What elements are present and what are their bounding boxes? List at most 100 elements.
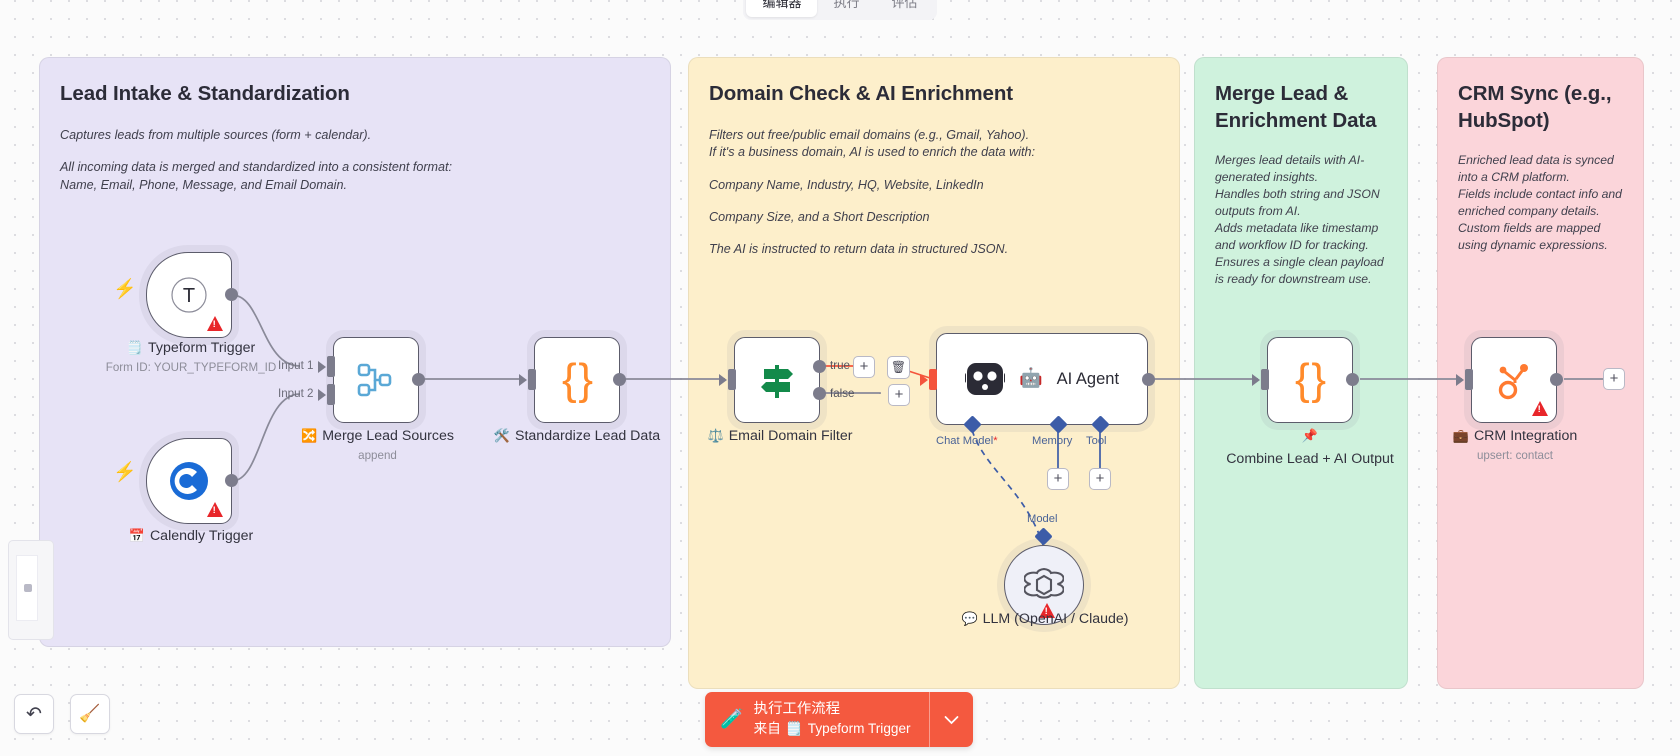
flask-icon: 🧪 (720, 709, 744, 730)
add-node-button-false[interactable]: + (888, 384, 910, 406)
minimap-node-blob (24, 584, 32, 592)
merge-emoji-icon: 🔀 (301, 428, 318, 443)
input-label-2: Input 2 (278, 387, 314, 400)
robot-emoji-icon: 🤖 (1018, 368, 1043, 389)
trigger-bolt-icon: ⚡ (113, 279, 137, 300)
sticky-paragraph: Company Name, Industry, HQ, Website, Lin… (709, 177, 984, 192)
merge-icon (357, 363, 392, 397)
sticky-paragraph: All incoming data is merged and standard… (60, 160, 453, 192)
calendly-emoji-icon: 📅 (128, 528, 145, 543)
typeform-emoji-icon: 🗒️ (126, 340, 143, 355)
sub-port-label-memory: Memory (1032, 435, 1073, 447)
branch-label-false: false (830, 387, 855, 400)
node-warning-icon (207, 502, 223, 517)
output-port[interactable] (412, 373, 425, 386)
minimap-panel[interactable] (8, 540, 54, 640)
output-port-false[interactable] (813, 387, 826, 400)
execute-button-divider (928, 692, 930, 747)
output-port[interactable] (1142, 373, 1155, 386)
execute-button-text: 执行工作流程 来自 🗒️ Typeform Trigger (754, 700, 911, 738)
broom-icon: 🧹 (79, 704, 101, 723)
node-subtitle-crm: upsert: contact (1476, 449, 1554, 462)
input-port-1[interactable] (318, 356, 335, 377)
node-label-standardize: 🛠️ Standardize Lead Data (493, 428, 661, 444)
node-ai-agent[interactable]: 🤖 AI Agent (936, 333, 1148, 425)
node-calendly-trigger[interactable] (146, 438, 232, 524)
tidy-up-button[interactable]: 🧹 (70, 694, 110, 734)
input-port-2[interactable] (318, 384, 335, 405)
input-port[interactable] (719, 369, 736, 390)
node-warning-icon (207, 316, 223, 331)
execute-options-chevron[interactable] (930, 692, 973, 747)
sub-port-label-chat-model: Chat Model* (936, 435, 998, 447)
input-port[interactable] (1252, 369, 1269, 390)
node-label-calendly: 📅 Calendly Trigger (128, 528, 254, 544)
input-port[interactable] (519, 369, 536, 390)
undo-button[interactable]: ↶ (14, 694, 54, 734)
execute-title: 执行工作流程 (753, 701, 841, 717)
node-standardize-lead-data[interactable]: { } (534, 337, 620, 423)
sticky-note-merge-data[interactable]: Merge Lead & Enrichment Data Merges lead… (1194, 57, 1408, 689)
node-label-crm: 💼 CRM Integration (1452, 428, 1578, 444)
tools-emoji-icon: 🛠️ (493, 428, 511, 443)
add-tool-button[interactable]: + (1089, 468, 1111, 490)
tab-executions[interactable]: 执行 (833, 0, 860, 10)
svg-text:T: T (183, 285, 195, 307)
node-typeform-trigger[interactable]: T (146, 252, 232, 338)
node-label-typeform: 🗒️ Typeform Trigger (126, 340, 256, 356)
scales-emoji-icon: ⚖️ (707, 428, 724, 443)
delete-connection-button[interactable]: 🗑 (887, 356, 910, 379)
tabs-group: 编辑器 执行 评估 (743, 0, 937, 20)
execute-button-main[interactable]: 🧪 执行工作流程 来自 🗒️ Typeform Trigger (705, 692, 929, 747)
node-label-llm: 💬 LLM (OpenAI / Claude) (961, 611, 1129, 627)
sticky-title: Domain Check & AI Enrichment (709, 82, 1013, 105)
node-warning-icon (1039, 603, 1055, 618)
node-crm-integration[interactable] (1471, 337, 1557, 423)
tab-evaluations[interactable]: 评估 (891, 0, 918, 10)
minimap-viewport (16, 555, 38, 621)
node-title-ai-agent: AI Agent (1056, 369, 1120, 388)
sticky-paragraph: Company Size, and a Short Description (709, 209, 930, 224)
openai-icon (1024, 567, 1064, 599)
node-email-domain-filter[interactable] (734, 337, 820, 423)
output-port[interactable] (1346, 373, 1359, 386)
sub-port-label-model: Model (1027, 513, 1058, 525)
add-node-button-crm[interactable]: + (1603, 368, 1625, 390)
calendly-icon (170, 462, 208, 500)
briefcase-emoji-icon: 💼 (1452, 428, 1469, 443)
add-memory-button[interactable]: + (1047, 468, 1069, 490)
node-subtitle-merge: append (358, 449, 397, 462)
node-warning-icon (1532, 401, 1548, 416)
input-label-1: Input 1 (278, 359, 314, 372)
output-port[interactable] (1550, 373, 1563, 386)
tab-editor[interactable]: 编辑器 (746, 0, 818, 17)
output-port[interactable] (225, 474, 238, 487)
typeform-icon: T (171, 277, 207, 313)
sub-port-label-tool: Tool (1086, 435, 1107, 447)
node-merge-lead-sources[interactable] (333, 337, 419, 423)
sticky-paragraph: Filters out free/public email domains (e… (709, 128, 1036, 160)
output-port[interactable] (613, 373, 626, 386)
trigger-bolt-icon: ⚡ (113, 462, 137, 483)
code-braces-icon: { } (1294, 355, 1326, 404)
node-label-combine: 📌 Combine Lead + AI Output (1226, 428, 1394, 467)
sticky-paragraph: Captures leads from multiple sources (fo… (60, 128, 372, 142)
signpost-icon (761, 365, 793, 398)
output-port[interactable] (225, 288, 238, 301)
input-port-agent[interactable] (920, 369, 937, 390)
add-node-button-true[interactable]: + (853, 356, 875, 378)
execute-subtitle: 来自 🗒️ Typeform Trigger (753, 721, 911, 736)
sticky-title: CRM Sync (e.g., HubSpot) (1458, 82, 1612, 132)
node-subtitle-typeform: Form ID: YOUR_TYPEFORM_ID (105, 361, 277, 374)
node-llm-openai-claude[interactable] (1004, 545, 1084, 625)
execute-workflow-button[interactable]: 🧪 执行工作流程 来自 🗒️ Typeform Trigger (705, 692, 973, 747)
node-label-merge: 🔀 Merge Lead Sources (301, 428, 454, 444)
undo-icon: ↶ (26, 703, 42, 725)
robot-icon (964, 363, 1005, 395)
output-port-true[interactable] (813, 360, 826, 373)
node-combine-lead-ai-output[interactable]: { } (1267, 337, 1353, 423)
input-port[interactable] (1456, 369, 1473, 390)
node-label-email-domain-filter: ⚖️ Email Domain Filter (707, 428, 853, 444)
speech-bubble-emoji-icon: 💬 (961, 611, 978, 626)
